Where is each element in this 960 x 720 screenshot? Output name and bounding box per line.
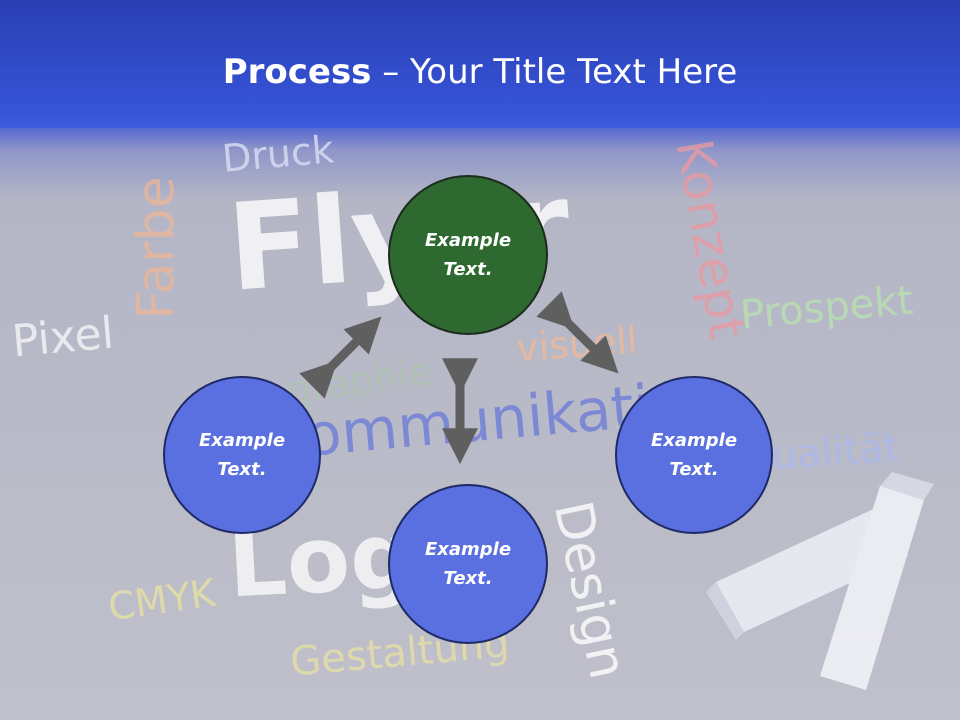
node-right[interactable]: Example Text. [615, 376, 773, 534]
node-left[interactable]: Example Text. [163, 376, 321, 534]
node-bottom-line1: Example [424, 539, 512, 560]
node-left-line1: Example [198, 430, 286, 451]
arrow-top-right [536, 291, 619, 374]
node-bottom[interactable]: Example Text. [388, 484, 548, 644]
node-left-line2: Text. [217, 459, 267, 480]
node-right-line2: Text. [669, 459, 719, 480]
node-top-line2: Text. [443, 259, 493, 280]
title-rest: – Your Title Text Here [371, 52, 738, 92]
arrow-top-left [299, 316, 382, 399]
slide-title: Process – Your Title Text Here [0, 52, 960, 92]
title-band [0, 0, 960, 128]
node-top-line1: Example [424, 230, 512, 251]
node-top[interactable]: Example Text. [388, 175, 548, 335]
node-bottom-line2: Text. [443, 568, 493, 589]
node-right-line1: Example [650, 430, 738, 451]
title-bold: Process [222, 52, 372, 92]
